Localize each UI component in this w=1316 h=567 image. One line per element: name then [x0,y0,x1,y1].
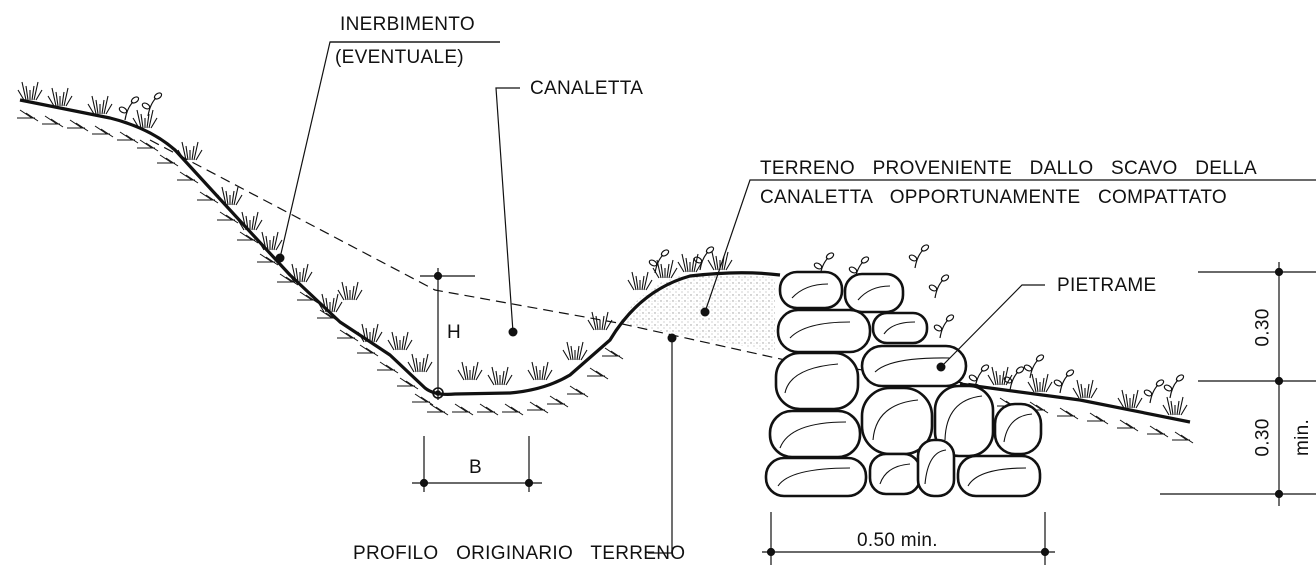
label-terreno-line1: TERRENO PROVENIENTE DALLO SCAVO DELLA [760,158,1257,179]
dimension-label-lower-height: 0.30 [1252,418,1274,457]
dimension-b [412,436,542,492]
ground-hatching [17,109,1194,444]
dimension-base-width [762,512,1055,565]
label-profilo: PROFILO ORIGINARIO TERRENO [353,543,686,564]
stone [956,454,1042,498]
stone [843,272,905,314]
grass-tufts [17,81,1188,416]
stone [871,311,929,345]
leader-pietrame [940,284,1045,368]
dimension-label-upper-height: 0.30 [1252,308,1274,347]
dimension-h [420,268,475,400]
label-canaletta: CANALETTA [530,78,644,99]
ground-profile-right [959,382,1191,424]
label-pietrame: PIETRAME [1057,275,1157,296]
ground-profile-line [19,98,781,396]
stone [778,270,844,310]
stone [776,308,872,354]
label-inerbimento: INERBIMENTO [340,14,475,35]
stone [993,402,1043,456]
plant-sprigs [118,92,1185,404]
stone [916,438,956,498]
dimension-heights [1160,262,1316,506]
compacted-fill-area [618,274,775,352]
stone [764,456,868,498]
leader-canaletta [495,87,520,333]
stone [774,351,860,411]
stone [933,384,995,458]
leader-terreno [704,179,1316,313]
label-eventuale: (EVENTUALE) [335,47,464,68]
leader-dots [275,253,946,372]
dimension-label-b: B [469,457,482,478]
dimension-label-h: H [447,322,462,343]
leader-profilo [648,338,673,554]
label-terreno-line2: CANALETTA OPPORTUNAMENTE COMPATTATO [760,187,1227,208]
stone [868,452,922,496]
stone [768,409,862,459]
stone [860,344,968,388]
stone-shading [777,283,1033,487]
dimension-label-lower-note: min. [1292,418,1314,457]
dimension-label-base-width: 0.50 min. [857,530,938,551]
